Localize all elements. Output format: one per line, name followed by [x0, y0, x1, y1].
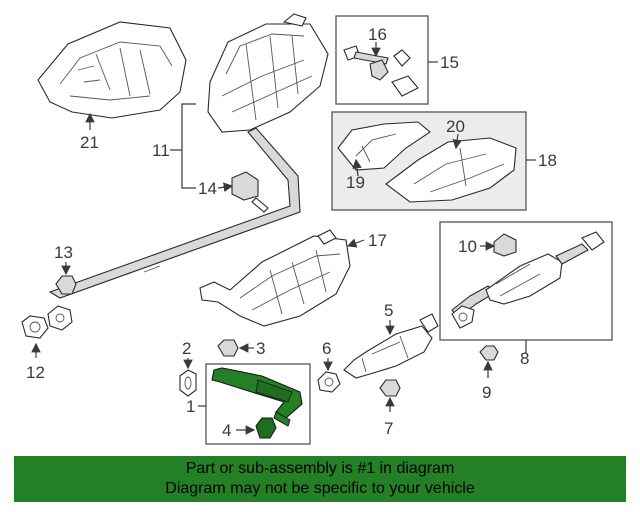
part-4-hanger[interactable] — [255, 417, 277, 439]
part-14-hanger[interactable] — [231, 171, 269, 213]
part-10-hanger[interactable] — [493, 233, 517, 257]
notice-line-1: Part or sub-assembly is #1 in diagram — [185, 460, 455, 477]
part-2-gasket[interactable] — [179, 369, 197, 397]
callout-12: 12 — [26, 363, 45, 382]
part-7-nut[interactable] — [379, 379, 401, 397]
part-15-bracket[interactable] — [391, 49, 419, 97]
leader-20 — [452, 133, 462, 150]
callout-16: 16 — [368, 25, 387, 44]
callout-15: 15 — [440, 53, 459, 72]
part-11-rear-muffler-assembly[interactable] — [48, 13, 329, 299]
callout-11: 11 — [152, 141, 170, 160]
leader-11-bracket — [181, 103, 196, 189]
part-17-converter-heat-shield[interactable] — [199, 229, 351, 327]
callout-17: 17 — [368, 231, 387, 250]
callout-10: 10 — [458, 237, 477, 256]
part-3-nut[interactable] — [217, 339, 239, 357]
exhaust-system-diagram: 21 11 14 13 12 16 — [21, 13, 613, 445]
part-8-center-muffler-pipe[interactable] — [451, 231, 605, 329]
leader-14 — [217, 182, 234, 192]
callout-2: 2 — [182, 339, 191, 358]
part-6-gasket[interactable] — [317, 371, 341, 393]
callout-3: 3 — [256, 339, 265, 358]
frame-1 — [205, 363, 311, 445]
frame-15 — [335, 15, 429, 105]
callout-13: 13 — [54, 243, 73, 262]
pipe-front-flange — [47, 305, 73, 331]
callout-9: 9 — [482, 383, 491, 402]
part-9-nut[interactable] — [479, 345, 499, 361]
part-1-exhaust-pipe[interactable] — [211, 367, 303, 427]
part-12-gasket[interactable] — [21, 315, 49, 339]
callout-7: 7 — [384, 419, 393, 438]
callout-1: 1 — [186, 397, 195, 416]
part-19-heat-shield[interactable] — [337, 121, 431, 171]
callout-21: 21 — [80, 133, 99, 152]
part-20-heat-shield[interactable] — [385, 137, 517, 203]
callout-20: 20 — [446, 117, 465, 136]
part-5-catalytic-converter[interactable] — [343, 313, 439, 379]
callout-14: 14 — [198, 179, 217, 198]
notice-line-2: Diagram may not be specific to your vehi… — [165, 480, 475, 497]
part-16-bolt[interactable] — [343, 45, 389, 81]
callout-19: 19 — [346, 173, 365, 192]
notice-banner: Part or sub-assembly is #1 in diagram Di… — [14, 456, 626, 502]
callout-5: 5 — [384, 301, 393, 320]
callout-18: 18 — [538, 151, 557, 170]
leader-17 — [346, 238, 365, 248]
part-21-heat-shield[interactable] — [37, 21, 187, 119]
leader-19 — [352, 158, 362, 177]
callout-8: 8 — [520, 349, 529, 368]
callout-4: 4 — [222, 421, 231, 440]
part-13-nut[interactable] — [55, 275, 77, 295]
callout-6: 6 — [322, 339, 331, 358]
